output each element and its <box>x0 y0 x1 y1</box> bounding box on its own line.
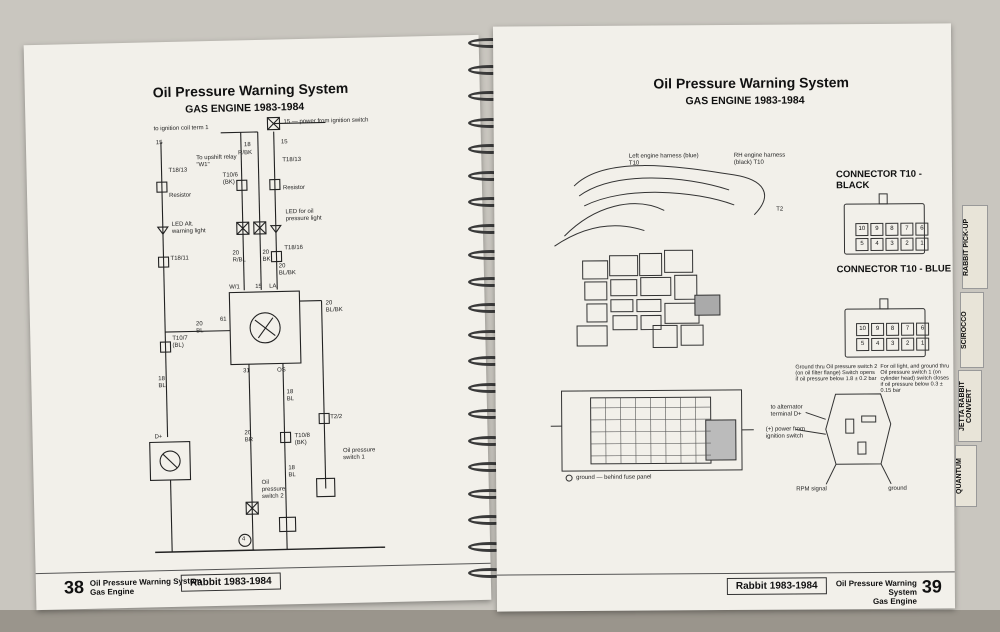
right-footer: Rabbit 1983-1984 Oil Pressure Warning Sy… <box>496 571 955 606</box>
label-t18-11: T18/11 <box>170 255 189 262</box>
label-61: 61 <box>219 316 227 323</box>
right-page: Oil Pressure Warning System GAS ENGINE 1… <box>492 23 956 612</box>
connector-pin: 5 <box>855 237 869 252</box>
connector-pin: 1 <box>915 237 929 251</box>
label-t10-7: T10/7 (BL) <box>172 335 188 349</box>
connector-pin: 10 <box>855 222 869 237</box>
label-w1: W/1 <box>229 284 240 291</box>
label-oil-sw1: Oil pressure switch 1 <box>342 447 376 462</box>
label-rbk: R/BK <box>238 150 253 157</box>
label-blbk-top: 20 BL/BK <box>278 263 296 277</box>
connector-pin: 3 <box>886 337 900 351</box>
label-18a: 18 <box>243 142 251 149</box>
tab-scirocco[interactable]: SCIROCCO <box>960 292 984 368</box>
label-ground: ground <box>888 485 907 492</box>
label-t18-16: T18/16 <box>284 244 304 252</box>
label-15a: 15 <box>155 140 163 147</box>
connector-pin: 2 <box>900 237 914 251</box>
label-la: LA <box>269 283 277 290</box>
label-br20: 20 BR <box>244 430 254 444</box>
tab-jetta-rabbit-convert[interactable]: JETTA RABBIT CONVERT <box>958 370 982 442</box>
label-led-oil: LED for oil pressure light <box>285 208 322 223</box>
connector-pin: 3 <box>885 237 899 251</box>
tab-quantum[interactable]: QUANTUM <box>955 445 977 507</box>
connector-pin: 6 <box>916 322 930 336</box>
right-footer-model: Rabbit 1983-1984 <box>726 577 827 595</box>
right-footer-section: Oil Pressure Warning System Gas Engine <box>827 579 917 607</box>
connector-pin: 4 <box>870 237 884 251</box>
label-t2-2: T2/2 <box>330 414 343 421</box>
label-harness-right: RH engine harness (black) T10 <box>733 152 786 166</box>
label-t18-13-b: T18/13 <box>282 156 302 164</box>
label-31: 31 <box>243 368 250 375</box>
label-power-ign-right: (+) power from ignition switch <box>765 426 805 440</box>
connector-pin: 2 <box>901 337 915 351</box>
connector-pin: 6 <box>915 222 929 236</box>
connector-pin: 8 <box>886 322 900 336</box>
connector-pin: 7 <box>900 222 914 236</box>
label-alternator: to alternator terminal D+ <box>770 404 803 418</box>
label-t10-6: T10/6 (BK) <box>222 172 239 186</box>
label-dplus: D+ <box>154 434 163 441</box>
right-footer-section-line2: Gas Engine <box>872 596 918 606</box>
label-15b: 15 <box>280 139 288 146</box>
spiral-binding <box>468 38 518 598</box>
label-t10-8: T10/8 (BK) <box>294 432 310 447</box>
connector-pin: 9 <box>871 322 885 336</box>
label-15c: 15 <box>255 283 262 291</box>
connector-blue-title: CONNECTOR T10 - BLUE <box>836 263 952 276</box>
right-engine-diagrams <box>550 165 926 485</box>
desk-surface <box>0 610 1000 632</box>
label-rbl: 20 R/BL <box>232 250 246 264</box>
connector-pin: 1 <box>916 337 930 351</box>
right-footer-section-line1: Oil Pressure Warning System <box>835 578 917 597</box>
left-footer-model: Rabbit 1983-1984 <box>180 572 281 592</box>
label-resistor-a: Resistor <box>169 192 192 199</box>
connector-pin: 4 <box>871 337 885 351</box>
label-bl18: 18 BL <box>158 376 166 390</box>
label-resistor-b: Resistor <box>282 184 306 192</box>
label-led-alt: LED Alt. warning light <box>171 221 206 235</box>
label-ground-behind: ground — behind fuse panel <box>576 474 652 482</box>
label-oil-sw2: Oil pressure switch 2 <box>261 479 286 500</box>
note-switch-1: For oil light, and ground thru Oil press… <box>880 363 950 394</box>
right-page-number: 39 <box>921 576 942 597</box>
connector-pin: 7 <box>901 322 915 336</box>
note-switch-2: Ground thru Oil pressure switch 2 (on oi… <box>795 363 878 383</box>
connector-pin: 8 <box>885 222 899 236</box>
label-bk20: 20 BK <box>262 249 271 263</box>
label-harness-left: Left engine harness (blue) T10 <box>628 153 699 167</box>
label-os: OS <box>277 367 286 374</box>
left-footer: 38 Oil Pressure Warning System Gas Engin… <box>35 562 492 603</box>
connector-pin: 5 <box>856 337 870 352</box>
left-page-number: 38 <box>63 577 85 598</box>
connector-pin: 9 <box>870 222 884 236</box>
connector-pin: 10 <box>856 322 870 337</box>
label-blbk-right: 20 BL/BK <box>325 300 343 314</box>
label-upshift: To upshift relay "W1" <box>196 154 237 169</box>
label-rpm: RPM signal <box>796 486 827 493</box>
connector-black-title: CONNECTOR T10 - BLACK <box>835 168 922 192</box>
label-t18-13-a: T18/13 <box>168 167 188 174</box>
label-ign-coil: to ignition coil term 1 <box>153 125 209 133</box>
label-t2: T2 <box>776 206 784 213</box>
left-page: Oil Pressure Warning System GAS ENGINE 1… <box>23 34 492 611</box>
label-bl18c: 18 BL <box>288 465 296 479</box>
left-wiring-diagram <box>149 116 386 554</box>
label-ground-num: 4 <box>241 536 246 543</box>
label-bl20: 20 BL <box>195 321 204 335</box>
label-bl18b: 18 BL <box>286 389 295 403</box>
tab-rabbit-pickup[interactable]: RABBIT PICK-UP <box>962 205 988 289</box>
